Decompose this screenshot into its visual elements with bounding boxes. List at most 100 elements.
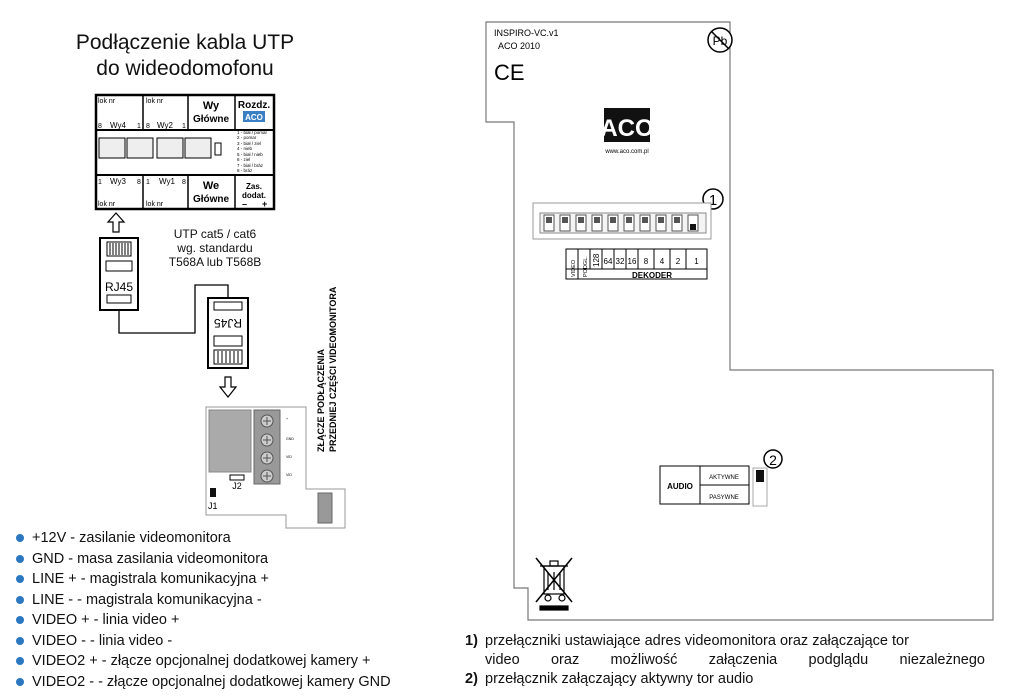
label-rozdz: Rozdz. (238, 100, 270, 111)
svg-text:Zas.: Zas. (246, 182, 262, 191)
legend-item: LINE + - magistrala komunikacyjna + (14, 569, 454, 590)
svg-text:4 - nieb: 4 - nieb (237, 146, 253, 151)
rj45-connector-left: RJ45 (99, 237, 139, 311)
dip-label: 1 (694, 257, 699, 266)
label-wy3: Wy3 (110, 177, 126, 186)
pin-legend: +12V - zasilanie videomonitora GND - mas… (14, 528, 454, 692)
svg-text:Wy: Wy (203, 100, 220, 112)
dip-label: VIDEO (571, 259, 577, 277)
note-text: przełącznik załączający aktywny tor audi… (485, 671, 754, 687)
rj45-connector-right: RJ45 (207, 297, 249, 369)
legend-item: LINE - - magistrala komunikacyjna - (14, 590, 454, 611)
rj45-label-left: RJ45 (105, 280, 133, 294)
svg-text:1: 1 (98, 179, 102, 186)
dip-label: 32 (616, 257, 625, 266)
dekoder-label: DEKODER (632, 271, 672, 280)
svg-text:lok nr: lok nr (146, 201, 164, 208)
svg-text:+: + (286, 417, 288, 421)
dip-switch-knob (578, 217, 584, 223)
svg-text:Główne: Główne (193, 114, 230, 125)
svg-text:8: 8 (182, 179, 186, 186)
pcb-model: INSPIRO-VC.v1 (494, 28, 559, 38)
note-text: przełączniki ustawiające adres videomoni… (485, 633, 909, 649)
dip-label: 2 (676, 257, 681, 266)
label-wy1: Wy1 (159, 177, 175, 186)
weee-bin-icon (535, 557, 573, 611)
svg-text:1: 1 (137, 123, 141, 130)
note-2: 2) przełącznik załączający aktywny tor a… (465, 670, 985, 689)
svg-text:dodat.: dodat. (242, 191, 266, 200)
svg-text:3 - biał / ziel: 3 - biał / ziel (237, 141, 261, 146)
rj45-label-right: RJ45 (214, 316, 242, 330)
pasywne-label: PASYWNE (709, 495, 739, 501)
label-j1: J1 (208, 501, 218, 511)
pcb-diagram: INSPIRO-VC.v1 ACO 2010 CE Pb ACO www.aco… (485, 21, 994, 621)
distributor-switches (98, 137, 222, 159)
dip-label: 128 (592, 253, 601, 267)
svg-text:6 - ziel: 6 - ziel (237, 157, 250, 162)
title-line-2: do wideodomofonu (96, 57, 274, 80)
dip-switch-knob (626, 217, 632, 223)
label-lok-nr-2: lok nr (146, 98, 164, 105)
dip-switch-knob (594, 217, 600, 223)
dip-switch-knob (674, 217, 680, 223)
svg-text:7 - biał / bráz: 7 - biał / bráz (237, 163, 264, 168)
svg-text:ACO: ACO (600, 115, 653, 142)
note-1: 1) przełączniki ustawiające adres videom… (465, 632, 985, 651)
dip-label: 64 (604, 257, 613, 266)
svg-text:GND: GND (286, 437, 294, 441)
svg-text:1: 1 (182, 123, 186, 130)
label-lok-nr-1: lok nr (98, 98, 116, 105)
legend-item: +12V - zasilanie videomonitora (14, 528, 454, 549)
dip-label: 16 (628, 257, 637, 266)
audio-label: AUDIO (667, 482, 693, 491)
svg-text:ACO: ACO (245, 113, 263, 122)
ce-mark-icon: CE (494, 60, 525, 85)
svg-text:8: 8 (137, 179, 141, 186)
svg-text:8: 8 (146, 123, 150, 130)
dip-switch-knob (546, 217, 552, 223)
legend-item: VIDEO2 - - złącze opcjonalnej dodatkowej… (14, 672, 454, 693)
svg-text:We: We (203, 180, 219, 192)
svg-text:+: + (262, 199, 267, 209)
marker-2: 2 (763, 449, 783, 469)
svg-text:VID: VID (286, 455, 292, 459)
dip-switch-knob (562, 217, 568, 223)
label-wy2: Wy2 (157, 121, 173, 130)
aktywne-label: AKTYWNE (709, 475, 739, 481)
note-1-cont: video oraz możliwość załączenia podglądu… (465, 651, 985, 670)
note-text: video oraz możliwość załączenia podglądu… (485, 652, 985, 668)
dip-switch-knob (658, 217, 664, 223)
dip-label: PODGL. (583, 256, 589, 277)
svg-text:5 - biał / nieb: 5 - biał / nieb (237, 152, 263, 157)
svg-text:Główne: Główne (193, 194, 230, 205)
pcb-outline (485, 21, 994, 621)
svg-text:ZŁĄCZE PODŁĄCZENIA: ZŁĄCZE PODŁĄCZENIA (316, 349, 326, 452)
pcb-year: ACO 2010 (498, 41, 540, 51)
svg-text:1: 1 (709, 192, 717, 209)
board-caption-vertical: ZŁĄCZE PODŁĄCZENIA PRZEDNIEJ CZĘŚCI VIDE… (316, 286, 338, 452)
cable-description: UTP cat5 / cat6 wg. standardu T568A lub … (168, 227, 262, 269)
legend-item: VIDEO - - linia video - (14, 631, 454, 652)
legend-item: VIDEO2 + - złącze opcjonalnej dodatkowej… (14, 651, 454, 672)
dip-switch-knob (690, 224, 696, 230)
aco-url: www.aco.com.pl (604, 149, 648, 155)
svg-text:1 - biał / pomar: 1 - biał / pomar (237, 130, 268, 135)
audio-switch-block: AUDIO AKTYWNE PASYWNE (659, 465, 768, 507)
aco-logo: ACO www.aco.com.pl (600, 108, 654, 155)
wiring-diagram: lok nr lok nr 8 Wy4 1 8 Wy2 1 Wy Główne … (94, 93, 346, 529)
label-j2: J2 (232, 481, 242, 491)
utp-cable (118, 284, 229, 334)
dip-label: 4 (660, 257, 665, 266)
svg-text:8 - bráz: 8 - bráz (237, 168, 253, 173)
dip-switch (687, 214, 699, 232)
dip-switch-knob (610, 217, 616, 223)
pb-free-icon: Pb (707, 27, 733, 53)
arrow-up-icon (106, 212, 126, 233)
dip-switch-knob (642, 217, 648, 223)
pin-1-wy4: 8 (98, 123, 102, 130)
diagram-title: Podłączenie kabla UTP do wideodomofonu (40, 30, 330, 82)
distributor-module: lok nr lok nr 8 Wy4 1 8 Wy2 1 Wy Główne … (94, 93, 276, 211)
